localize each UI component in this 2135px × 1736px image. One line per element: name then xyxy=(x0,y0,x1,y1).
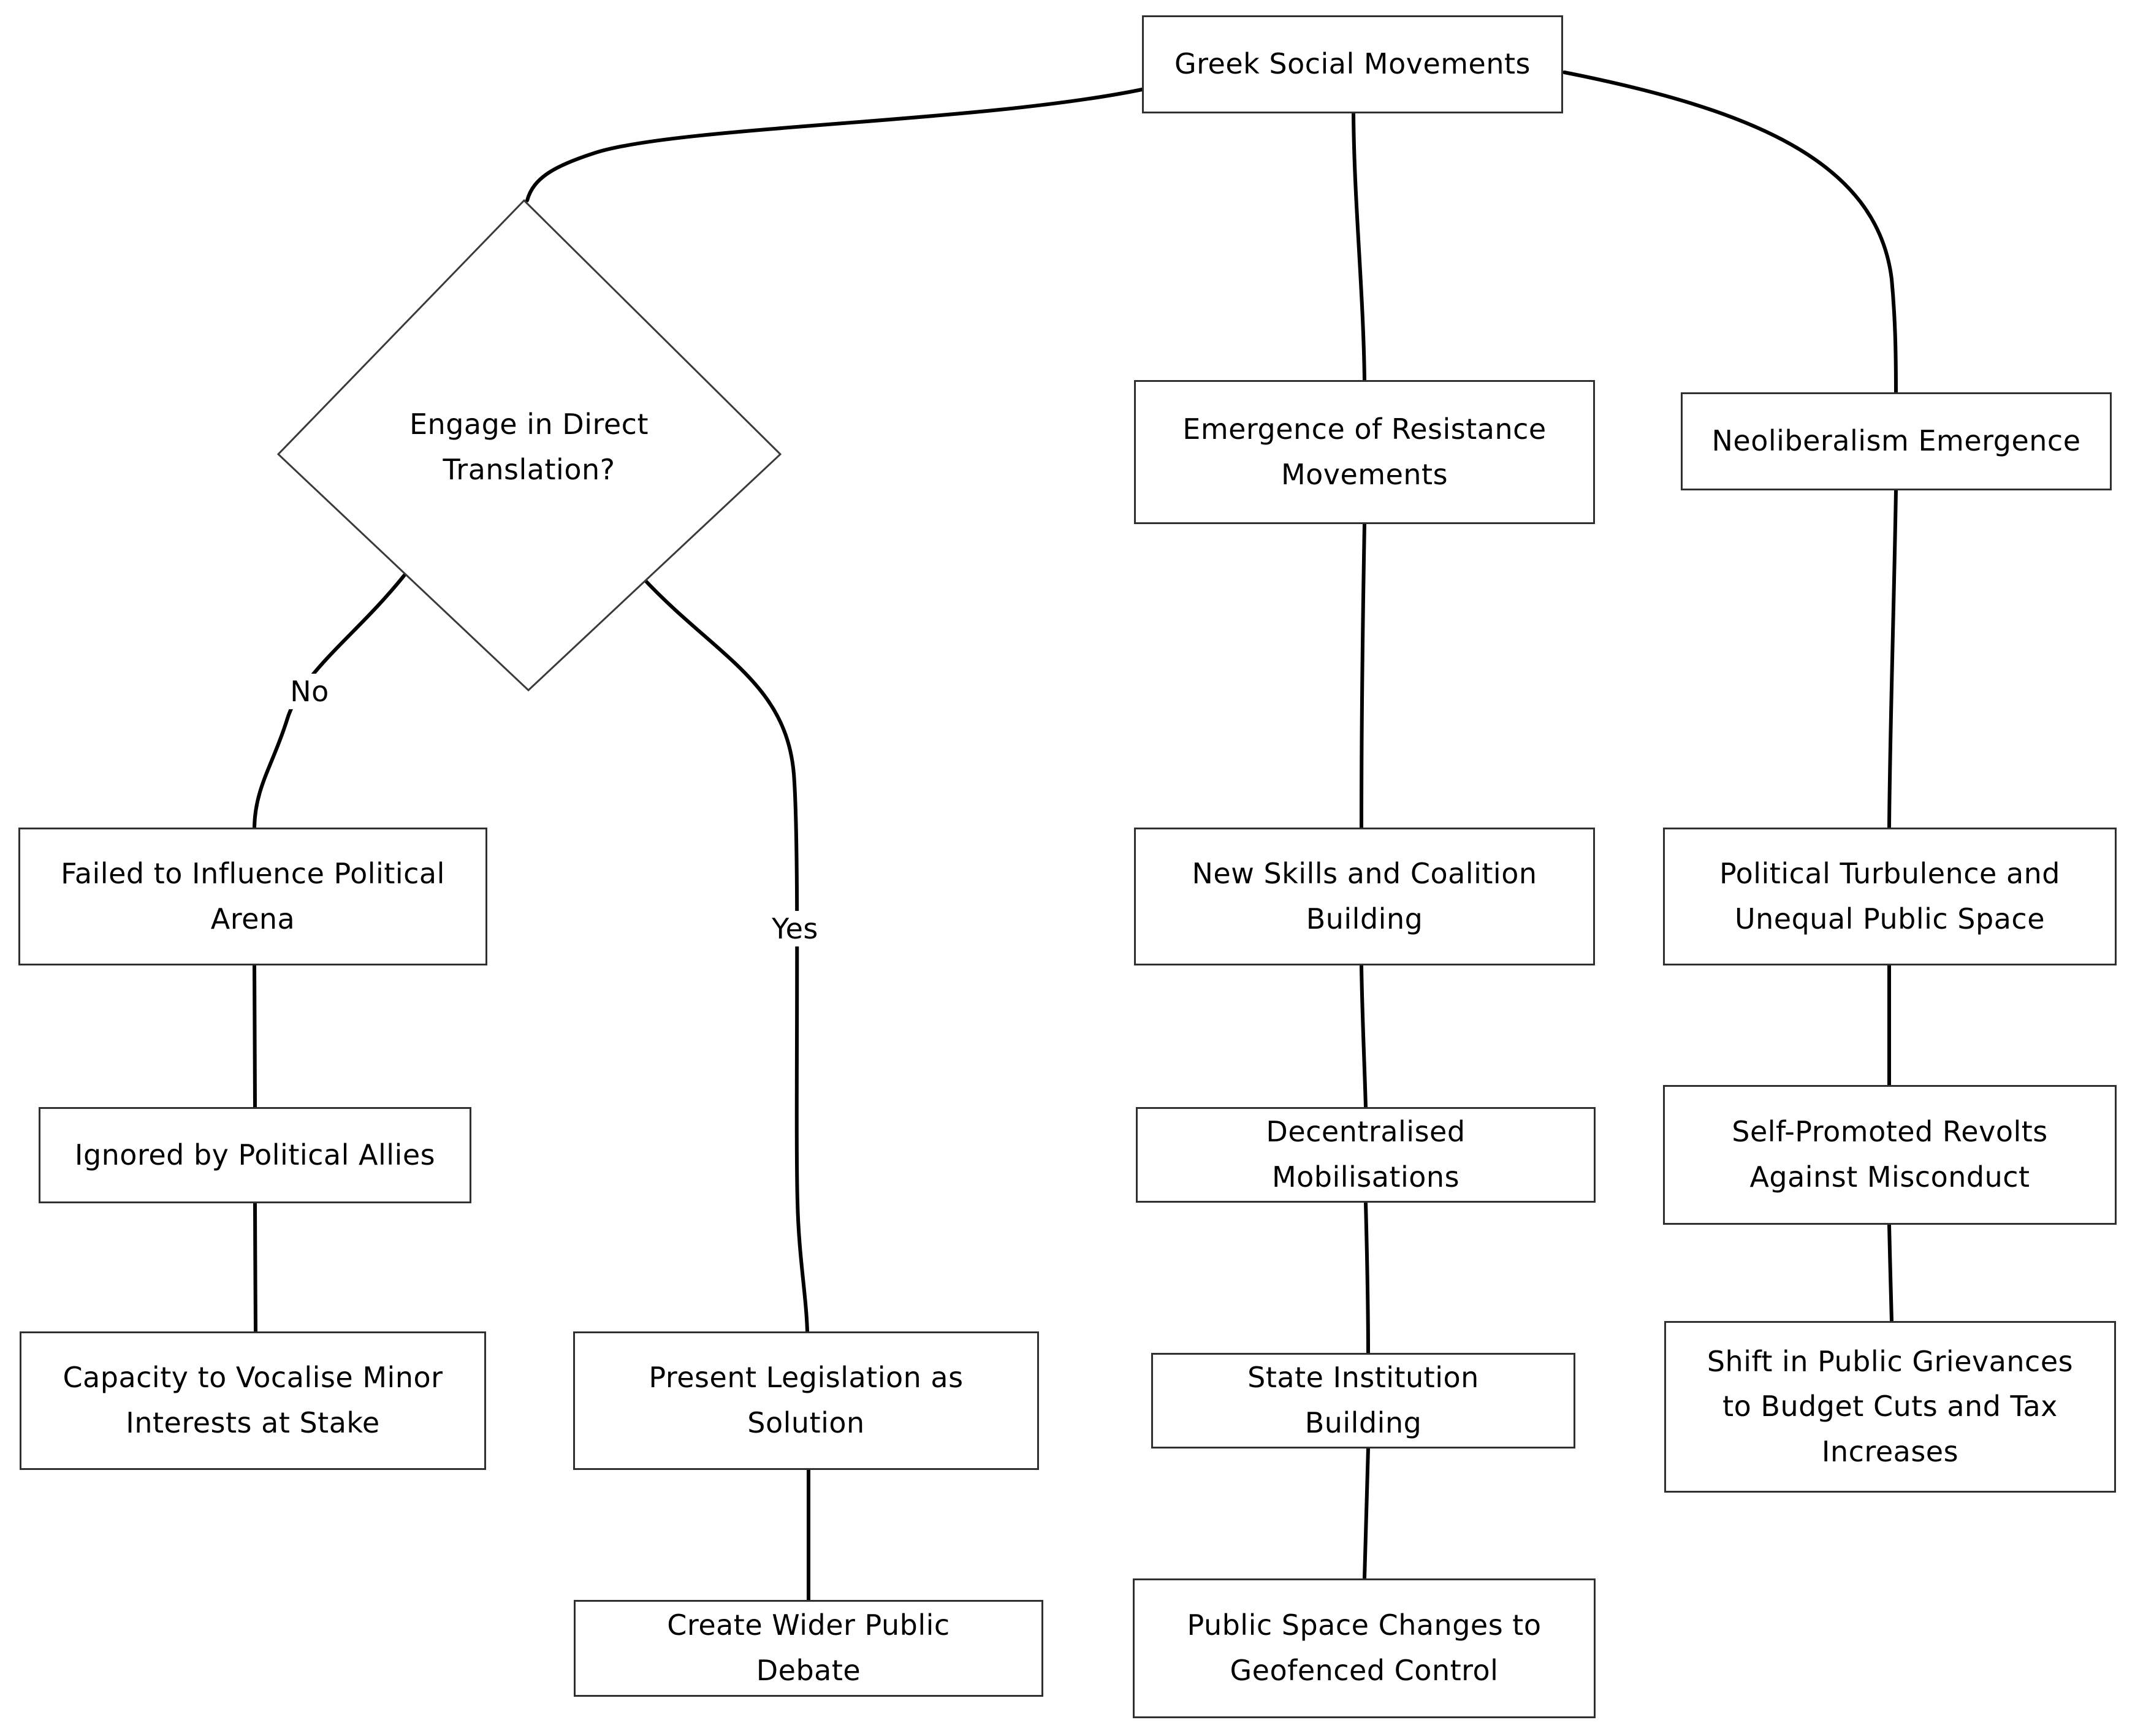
edge-root-to-neoliberalism xyxy=(1562,70,1898,394)
edge-label-no: No xyxy=(280,674,339,709)
edge-skills-to-decentralised xyxy=(1360,964,1368,1109)
node-emergence-of-resistance-movements: Emergence of Resistance Movements xyxy=(1134,380,1595,524)
edge-decision-yes xyxy=(641,576,809,1333)
node-capacity-to-vocalise-minor-interests: Capacity to Vocalise Minor Interests at … xyxy=(20,1331,486,1470)
node-state-institution-building: State Institution Building xyxy=(1151,1353,1575,1449)
node-political-turbulence-unequal-public-space: Political Turbulence and Unequal Public … xyxy=(1663,828,2117,965)
decision-engage-direct-translation-label: Engage in Direct Translation? xyxy=(409,408,649,486)
node-shift-in-public-grievances: Shift in Public Grievances to Budget Cut… xyxy=(1664,1321,2116,1493)
decision-diamond-shape xyxy=(276,199,782,692)
node-decentralised-mobilisations: Decentralised Mobilisations xyxy=(1136,1107,1596,1203)
edge-failed-to-ignored xyxy=(253,964,257,1109)
node-new-skills-and-coalition-building: New Skills and Coalition Building xyxy=(1134,828,1595,965)
edge-root-to-resistance xyxy=(1352,112,1366,382)
edge-decision-no xyxy=(253,573,406,829)
node-greek-social-movements: Greek Social Movements xyxy=(1142,15,1563,113)
node-present-legislation-as-solution: Present Legislation as Solution xyxy=(573,1331,1039,1470)
node-create-wider-public-debate: Create Wider Public Debate xyxy=(574,1600,1043,1697)
edge-ignored-to-capacity xyxy=(253,1201,257,1333)
edge-state-to-publicspace xyxy=(1363,1447,1370,1580)
edge-decentralised-to-state xyxy=(1364,1201,1370,1355)
node-neoliberalism-emergence: Neoliberalism Emergence xyxy=(1681,392,2112,490)
edge-neoliberalism-to-turbulence xyxy=(1887,489,1898,829)
edge-resistance-to-skills xyxy=(1360,522,1366,829)
edge-revolts-to-shift xyxy=(1887,1223,1893,1323)
node-failed-to-influence-political-arena: Failed to Influence Political Arena xyxy=(18,828,487,965)
edge-root-to-decision xyxy=(525,88,1144,202)
node-public-space-changes-geofenced-control: Public Space Changes to Geofenced Contro… xyxy=(1133,1578,1596,1718)
edge-label-yes: Yes xyxy=(762,911,828,946)
node-ignored-by-political-allies: Ignored by Political Allies xyxy=(39,1107,471,1203)
node-self-promoted-revolts-against-misconduct: Self-Promoted Revolts Against Misconduct xyxy=(1663,1085,2117,1225)
